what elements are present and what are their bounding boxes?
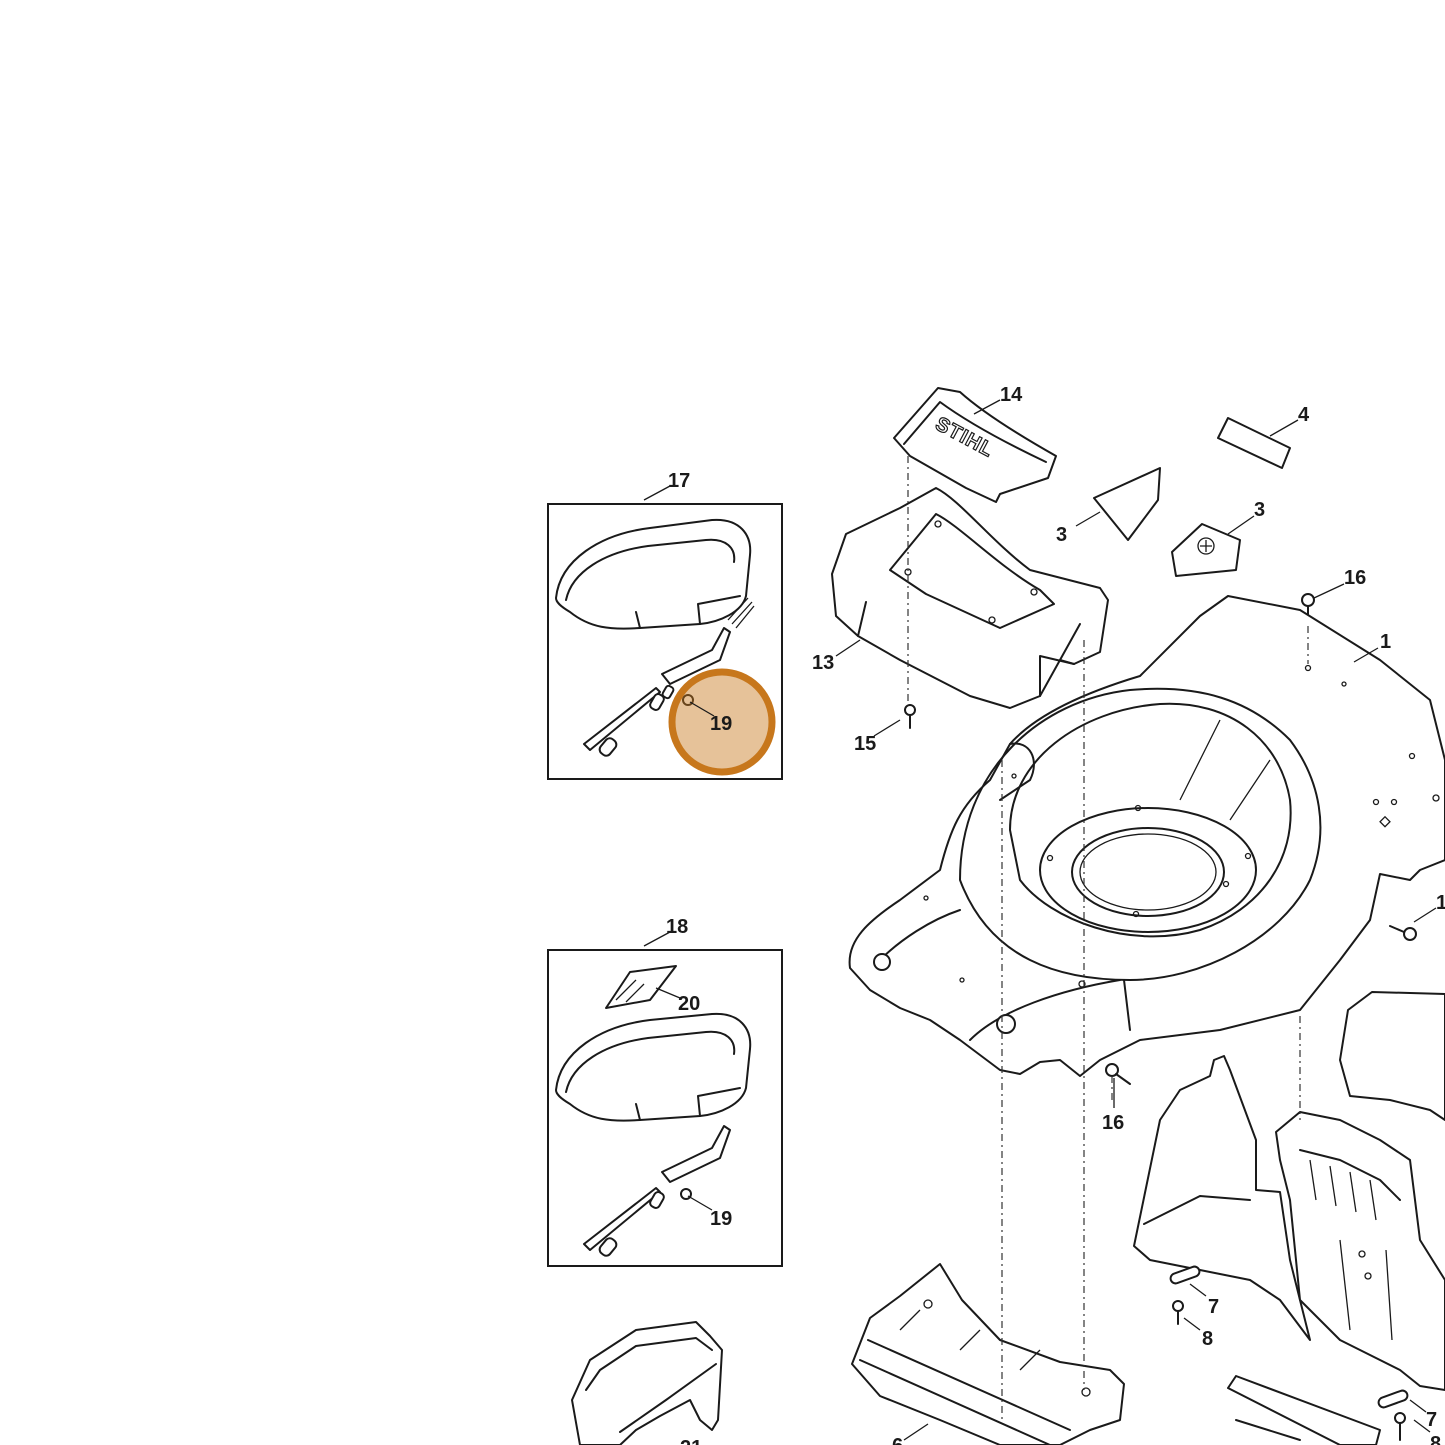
part-4-label <box>1217 417 1291 469</box>
callout-1: 1 <box>1380 631 1391 653</box>
blade-strip <box>1227 1375 1381 1445</box>
callout-4: 4 <box>1298 404 1310 426</box>
part-3-label-a <box>1093 467 1161 541</box>
part-15-screw <box>904 704 916 729</box>
callout-14: 14 <box>1000 384 1023 406</box>
callout-6: 6 <box>892 1435 903 1445</box>
part-14-logo-plate: STIHL <box>893 387 1057 503</box>
kit-box-17 <box>547 503 783 780</box>
callout-3b: 3 <box>1254 499 1265 521</box>
callout-15: 15 <box>854 733 876 755</box>
callout-3a: 3 <box>1056 524 1067 546</box>
assembly-lines <box>907 456 1309 1420</box>
callout-16b: 16 <box>1102 1112 1124 1134</box>
callout-13: 13 <box>812 652 834 674</box>
callout-19b: 19 <box>710 1208 732 1230</box>
part-21-cover <box>571 1321 723 1445</box>
part-8-screw-a <box>1172 1300 1184 1325</box>
callout-7b: 7 <box>1426 1409 1437 1431</box>
callout-1-side: 1 <box>1436 892 1445 914</box>
part-8-screw-b <box>1394 1412 1406 1441</box>
part-13-top-cover <box>831 487 1109 709</box>
callout-8a: 8 <box>1202 1328 1213 1350</box>
callout-16a: 16 <box>1344 567 1366 589</box>
highlight-ring-19 <box>668 668 776 776</box>
part-1-mower-deck <box>848 595 1445 1077</box>
callout-8b: 8 <box>1430 1433 1441 1445</box>
part-16-screw-bottom <box>1105 1063 1131 1085</box>
kit-box-18 <box>547 949 783 1267</box>
rear-bracket <box>1275 1111 1445 1391</box>
callout-18: 18 <box>666 916 688 938</box>
callout-20: 20 <box>678 993 700 1015</box>
part-3-label-b <box>1171 523 1241 577</box>
grass-deflector <box>1339 991 1445 1121</box>
leader-lines <box>643 399 1437 1441</box>
rear-flap <box>1133 1055 1311 1341</box>
side-screw <box>1389 925 1417 941</box>
callout-21: 21 <box>680 1437 702 1445</box>
callout-17: 17 <box>668 470 690 492</box>
part-7-clip-a <box>1169 1265 1201 1285</box>
callout-19a: 19 <box>710 713 732 735</box>
part-7-clip-b <box>1377 1389 1409 1409</box>
part-16-screw-top <box>1301 593 1315 625</box>
callout-labels: 14 4 3 3 16 1 13 15 17 19 18 20 19 16 7 … <box>666 384 1445 1445</box>
callout-7a: 7 <box>1208 1296 1219 1318</box>
part-6-front-housing <box>851 1263 1125 1445</box>
